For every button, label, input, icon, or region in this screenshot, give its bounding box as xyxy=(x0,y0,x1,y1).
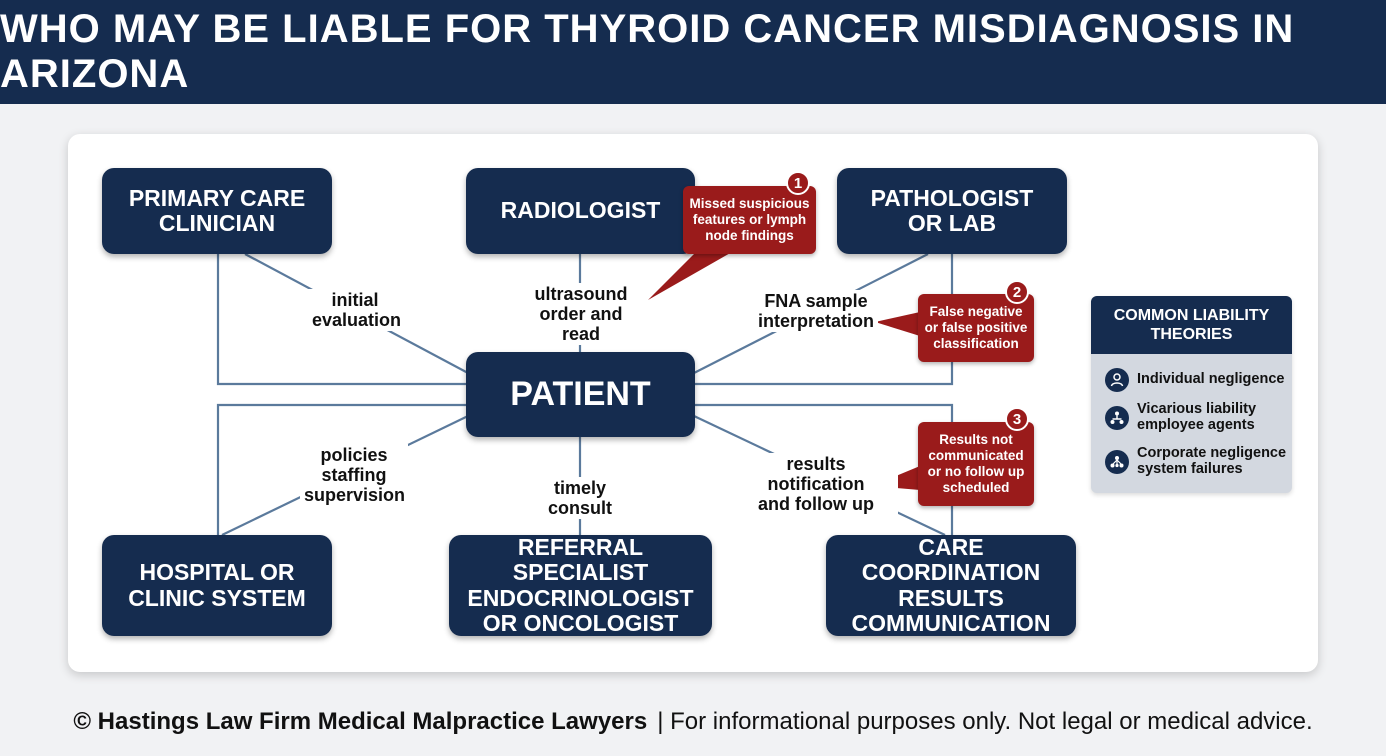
person-icon xyxy=(1105,368,1129,392)
callout-missed-findings: Missed suspicious features or lymph node… xyxy=(683,186,816,254)
legend-title: COMMON LIABILITY THEORIES xyxy=(1091,296,1292,354)
node-care-coordination: CARE COORDINATION RESULTS COMMUNICATION xyxy=(826,534,1076,636)
footer: © Hastings Law Firm Medical Malpractice … xyxy=(0,700,1386,744)
page-title: WHO MAY BE LIABLE FOR THYROID CANCER MIS… xyxy=(0,7,1295,96)
callout-1-badge: 1 xyxy=(786,171,810,195)
callout-false-classification: False negative or false positive classif… xyxy=(918,294,1034,362)
connector-label-timely-consult: timely consult xyxy=(516,477,644,520)
node-patient: PATIENT xyxy=(466,352,695,437)
node-primary-care-clinician: PRIMARY CARE CLINICIAN xyxy=(102,168,332,254)
callout-3-badge: 3 xyxy=(1005,407,1029,431)
footer-disclaimer: | For informational purposes only. Not l… xyxy=(657,708,1313,735)
legend-item-corporate: Corporate negligence system failures xyxy=(1105,445,1287,478)
legend-item-label: Individual negligence xyxy=(1137,371,1285,388)
liability-theories-legend: COMMON LIABILITY THEORIES Individual neg… xyxy=(1091,296,1292,493)
connector-label-policies: policies staffing supervision xyxy=(300,444,408,507)
connector-label-initial-evaluation: initial evaluation xyxy=(308,289,402,332)
legend-item-label: Corporate negligence system failures xyxy=(1137,445,1287,477)
connector-label-fna: FNA sample interpretation xyxy=(754,290,878,333)
node-radiologist: RADIOLOGIST xyxy=(466,168,695,254)
legend-item-individual: Individual negligence xyxy=(1105,368,1284,392)
header-banner: WHO MAY BE LIABLE FOR THYROID CANCER MIS… xyxy=(0,0,1386,104)
connector-label-results-notification: results notification and follow up xyxy=(734,453,898,516)
legend-item-label: Vicarious liability employee agents xyxy=(1137,401,1257,433)
node-referral-specialist: REFERRAL SPECIALIST ENDOCRINOLOGIST OR O… xyxy=(449,534,712,636)
network-icon xyxy=(1105,449,1129,474)
legend-item-vicarious: Vicarious liability employee agents xyxy=(1105,401,1257,434)
node-pathologist-or-lab: PATHOLOGIST OR LAB xyxy=(837,168,1067,254)
hierarchy-icon xyxy=(1105,405,1129,430)
callout-results-not-communicated: Results not communicated or no follow up… xyxy=(918,422,1034,506)
callout-2-badge: 2 xyxy=(1005,280,1029,304)
connector-label-ultrasound: ultrasound order and read xyxy=(514,283,648,346)
footer-firm-credit: © Hastings Law Firm Medical Malpractice … xyxy=(73,708,648,735)
node-hospital-or-clinic-system: HOSPITAL OR CLINIC SYSTEM xyxy=(102,535,332,636)
